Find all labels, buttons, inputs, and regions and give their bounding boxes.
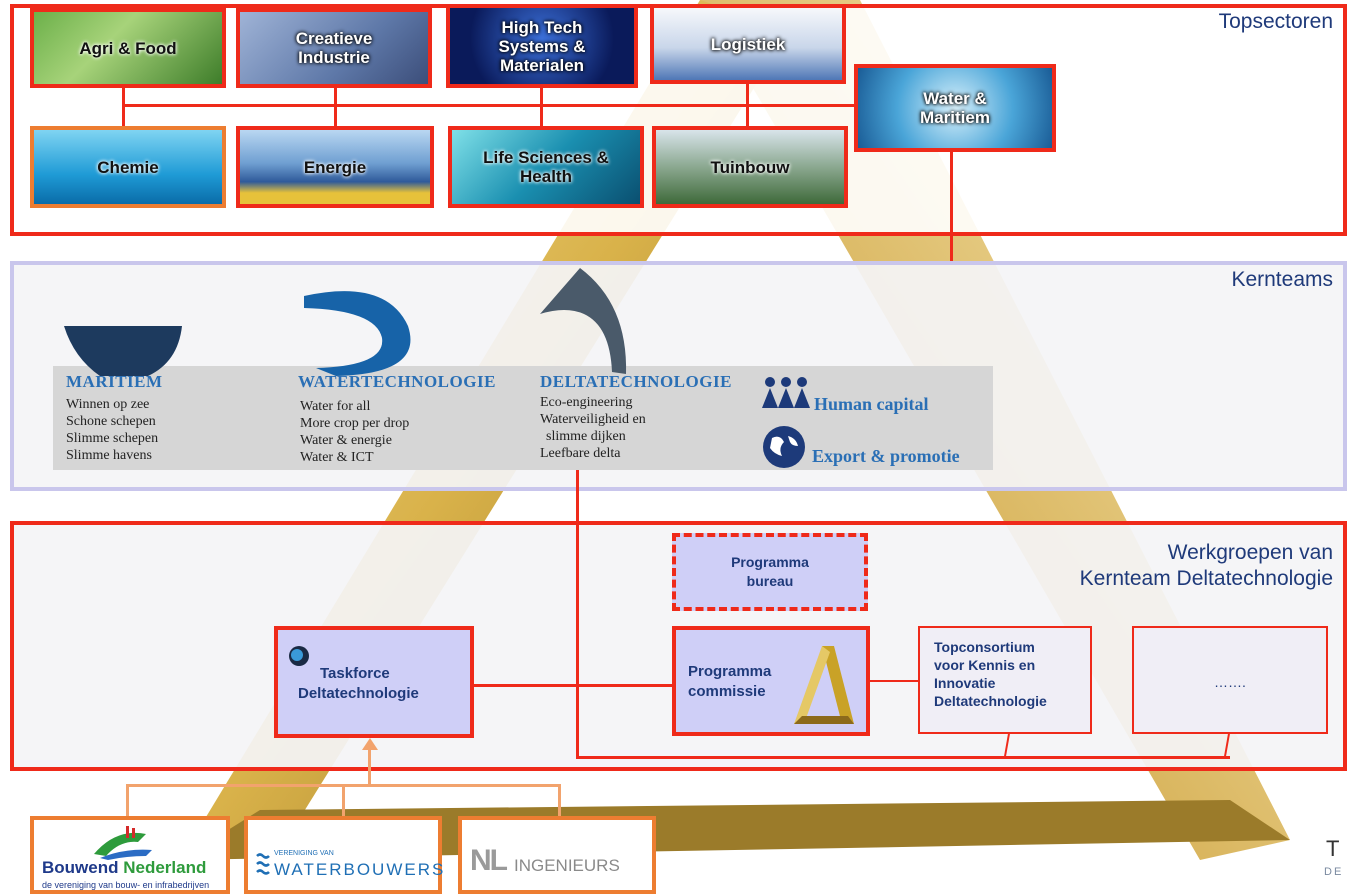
ingenieurs-text: INGENIEURS <box>514 856 620 875</box>
sector-life-sciences-label: Life Sciences & Health <box>483 148 609 186</box>
connector-line <box>868 680 920 682</box>
connector-line <box>474 684 674 687</box>
list-item: Water & energie <box>300 433 392 448</box>
connector-line <box>122 88 125 126</box>
list-item: Slimme schepen <box>66 431 159 446</box>
connector-line <box>576 756 1230 759</box>
sector-high-tech-label: High Tech Systems & Materialen <box>498 17 586 75</box>
list-item: Waterveiligheid en <box>540 412 646 427</box>
sector-water-maritiem[interactable]: Water & Maritiem <box>854 64 1056 152</box>
taskforce-line: Deltatechnologie <box>298 685 419 702</box>
waterbouwers-small-text: VERENIGING VAN <box>274 850 334 857</box>
programma-commissie-box[interactable]: Programma commissie <box>672 626 870 736</box>
globe-icon <box>763 426 805 468</box>
sector-energie[interactable]: Energie <box>236 126 434 208</box>
sector-agri-food-label: Agri & Food <box>79 38 177 58</box>
topconsortium-line: Deltatechnologie <box>934 693 1047 709</box>
bouwend-nederland-name: Bouwend Nederland <box>42 858 206 878</box>
watertechnologie-title: WATERTECHNOLOGIE <box>298 372 496 391</box>
werkgroepen-title-line1: Werkgroepen van <box>1167 541 1333 564</box>
list-item: Slimme havens <box>66 448 152 463</box>
sector-chemie[interactable]: Chemie <box>30 126 226 208</box>
deltatechnologie-icon <box>540 268 627 374</box>
arrow-up-icon <box>362 738 378 750</box>
list-item: Schone schepen <box>66 414 156 429</box>
connector-line <box>126 786 129 818</box>
deltatechnologie-list: Eco-engineering Waterveiligheid en slimm… <box>540 394 646 462</box>
list-item: Water for all <box>300 399 371 414</box>
waterbouwers-logo[interactable]: VERENIGING VAN WATERBOUWERS <box>244 816 446 894</box>
list-item: Winnen op zee <box>66 397 150 412</box>
topconsortium-line: Topconsortium <box>934 639 1035 655</box>
werkgroepen-title: Werkgroepen van Kernteam Deltatechnologi… <box>1080 540 1333 592</box>
watertechnologie-list: Water for all More crop per drop Water &… <box>300 398 409 466</box>
werkgroepen-title-line2: Kernteam Deltatechnologie <box>1079 567 1333 590</box>
sector-chemie-label: Chemie <box>97 157 159 177</box>
connector-line <box>342 784 345 818</box>
delta-triangle-logo <box>794 646 854 724</box>
nl-mark: NL <box>470 844 508 877</box>
waterbouwers-name: WATERBOUWERS <box>274 860 446 879</box>
list-item: Eco-engineering <box>540 395 633 410</box>
list-item: More crop per drop <box>300 416 410 431</box>
connector-line <box>950 150 953 264</box>
list-item: Leefbare delta <box>540 446 621 461</box>
topconsortium-box[interactable]: Topconsortium voor Kennis en Innovatie D… <box>918 626 1092 734</box>
maritiem-title: MARITIEM <box>66 372 163 391</box>
human-capital-label: Human capital <box>814 394 929 414</box>
taskforce-box[interactable]: Taskforce Deltatechnologie <box>274 626 474 738</box>
bouwend-nederland-tagline: de vereniging van bouw- en infrabedrijve… <box>42 880 210 890</box>
sector-tuinbouw[interactable]: Tuinbouw <box>652 126 848 208</box>
topconsortium-line: Innovatie <box>934 675 996 691</box>
sector-high-tech[interactable]: High Tech Systems & Materialen <box>446 4 638 88</box>
kernteams-title: Kernteams <box>1231 268 1333 291</box>
watertechnologie-icon <box>304 291 411 376</box>
bouwend-nederland-mark <box>94 826 152 860</box>
sector-logistiek-label: Logistiek <box>710 34 786 54</box>
topconsortium-line: voor Kennis en <box>934 657 1036 673</box>
kernteams-strip <box>53 366 993 470</box>
maritiem-list: Winnen op zee Schone schepen Slimme sche… <box>66 396 158 464</box>
connector-line <box>334 88 337 128</box>
sector-creatieve-industrie-label: Creatieve Industrie <box>295 29 373 67</box>
sector-logistiek[interactable]: Logistiek <box>650 4 846 84</box>
connector-line <box>122 104 857 107</box>
sector-life-sciences[interactable]: Life Sciences & Health <box>448 126 644 208</box>
programma-commissie-line: Programma <box>688 663 772 680</box>
taskforce-line: Taskforce <box>320 665 390 682</box>
corner-text-line2: DE <box>1324 866 1344 878</box>
list-item: Water & ICT <box>300 450 374 465</box>
programma-bureau-line: bureau <box>746 573 794 589</box>
ellipsis-box[interactable]: ……. <box>1132 626 1328 734</box>
deltatechnologie-title: DELTATECHNOLOGIE <box>540 372 732 391</box>
nederland-text: Nederland <box>123 858 207 877</box>
programma-bureau-box[interactable]: Programma bureau <box>672 533 868 611</box>
sector-tuinbouw-label: Tuinbouw <box>710 157 790 177</box>
sector-energie-label: Energie <box>303 157 367 177</box>
sector-creatieve-industrie[interactable]: Creatieve Industrie <box>236 8 432 88</box>
export-promotie-label: Export & promotie <box>812 446 960 466</box>
waves-icon <box>256 853 270 875</box>
list-item: slimme dijken <box>546 429 626 444</box>
connector-line <box>576 470 579 758</box>
sector-agri-food[interactable]: Agri & Food <box>30 8 226 88</box>
maritiem-icon <box>64 326 182 376</box>
programma-bureau-line: Programma <box>731 554 809 570</box>
connector-line <box>368 748 371 786</box>
connector-line <box>558 784 561 818</box>
bouwend-text: Bouwend <box>42 858 119 877</box>
topsectoren-title: Topsectoren <box>1218 10 1333 33</box>
sector-water-maritiem-label: Water & Maritiem <box>920 89 990 127</box>
connector-line <box>746 84 749 128</box>
bouwend-nederland-logo[interactable]: Bouwend Nederland de vereniging van bouw… <box>30 816 230 894</box>
people-icon <box>762 377 810 408</box>
connector-line <box>540 88 543 128</box>
nl-ingenieurs-logo[interactable]: NL INGENIEURS <box>458 816 656 894</box>
corner-text-line1: T <box>1326 836 1340 861</box>
programma-commissie-line: commissie <box>688 683 766 700</box>
water-drop-icon <box>289 646 309 666</box>
